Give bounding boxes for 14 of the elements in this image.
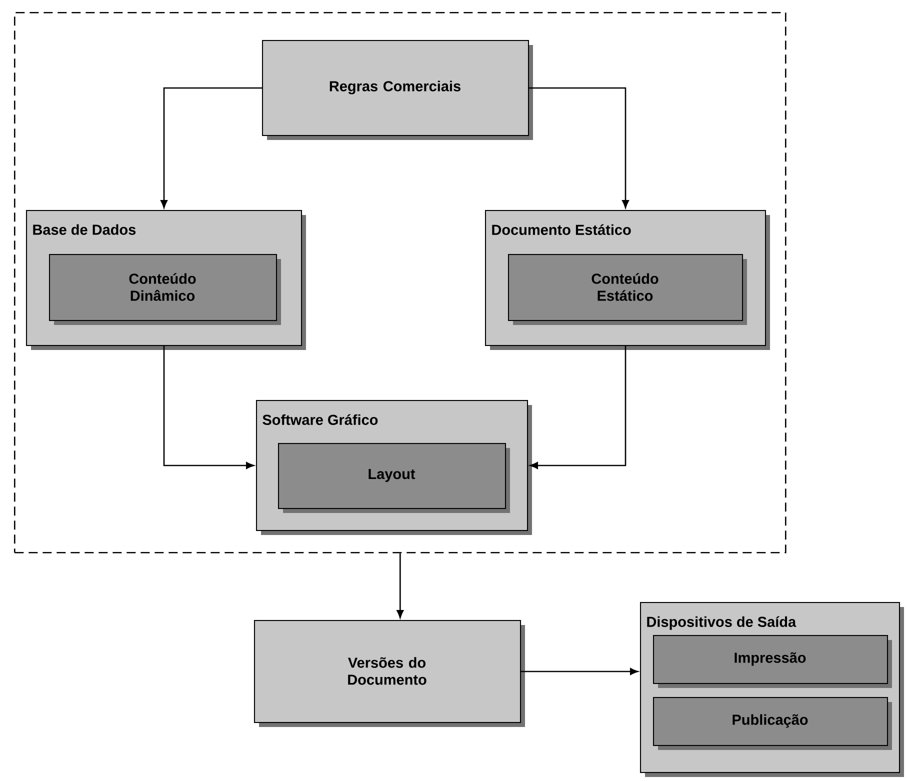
arrow (160, 87, 262, 208)
process-box: Publicação (653, 697, 892, 750)
process-box: Conteúdo Estático (508, 254, 747, 325)
dashed-frame (14, 12, 786, 554)
process-box: Conteúdo Dinâmico (49, 254, 281, 325)
arrow (521, 668, 638, 675)
process-box: Versões do Documento (254, 620, 525, 727)
arrow (529, 87, 629, 208)
process-box: Regras Comerciais (262, 40, 533, 140)
arrow (163, 346, 254, 469)
process-box: Impressão (653, 635, 892, 688)
arrow (530, 346, 626, 469)
arrow (396, 553, 404, 618)
process-box: Layout (278, 443, 510, 513)
